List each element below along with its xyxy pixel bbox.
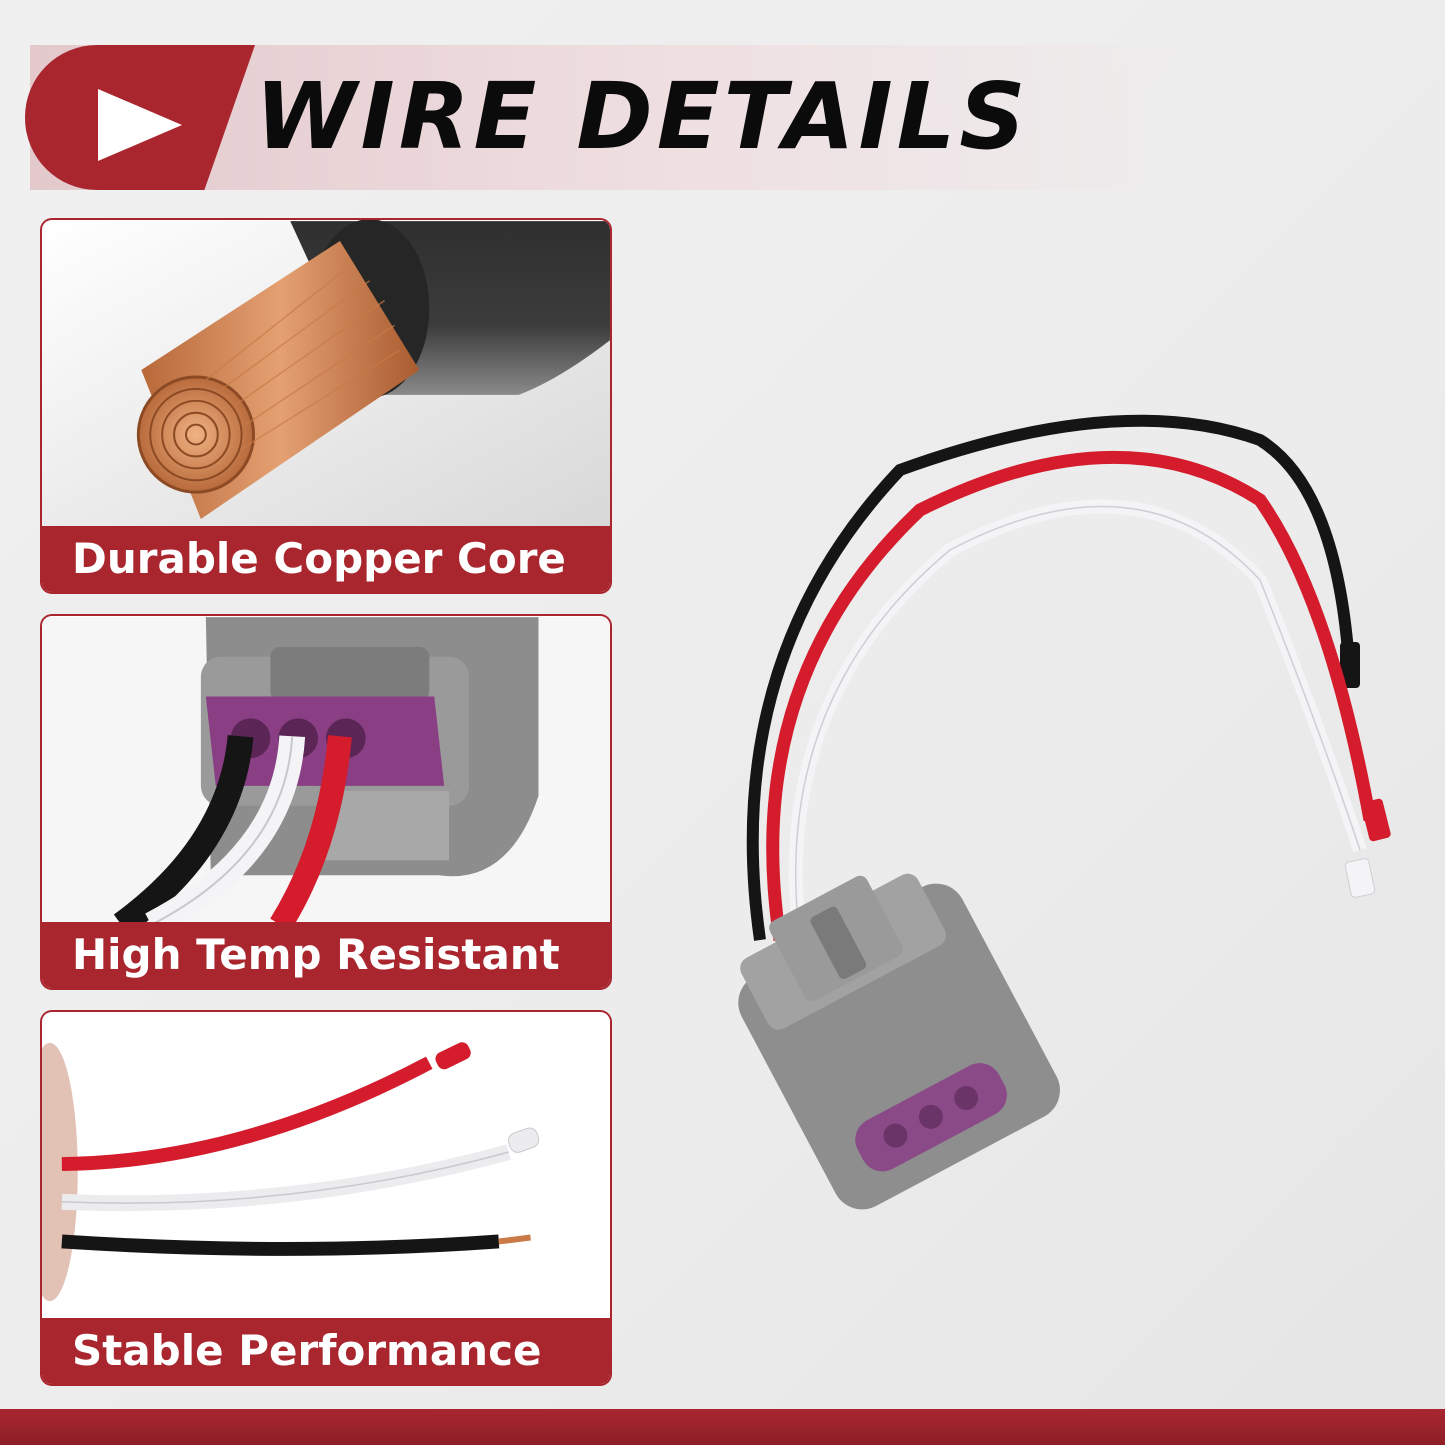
page-title: WIRE DETAILS xyxy=(255,63,1030,170)
feature-card-high-temp: High Temp Resistant xyxy=(40,614,612,990)
wiring-harness-connector-illustration xyxy=(738,414,1391,1210)
feature-card-copper-core: Durable Copper Core xyxy=(40,218,612,594)
connector-closeup-illustration xyxy=(42,617,610,926)
bottom-accent-bar xyxy=(0,1409,1445,1445)
feature-card-stable: Stable Performance xyxy=(40,1010,612,1386)
feature-label: High Temp Resistant xyxy=(42,922,610,988)
wire-ends-illustration xyxy=(42,1013,610,1321)
play-icon xyxy=(98,89,182,161)
copper-wire-illustration xyxy=(42,220,610,529)
feature-label: Durable Copper Core xyxy=(42,526,610,592)
feature-label: Stable Performance xyxy=(42,1318,610,1384)
